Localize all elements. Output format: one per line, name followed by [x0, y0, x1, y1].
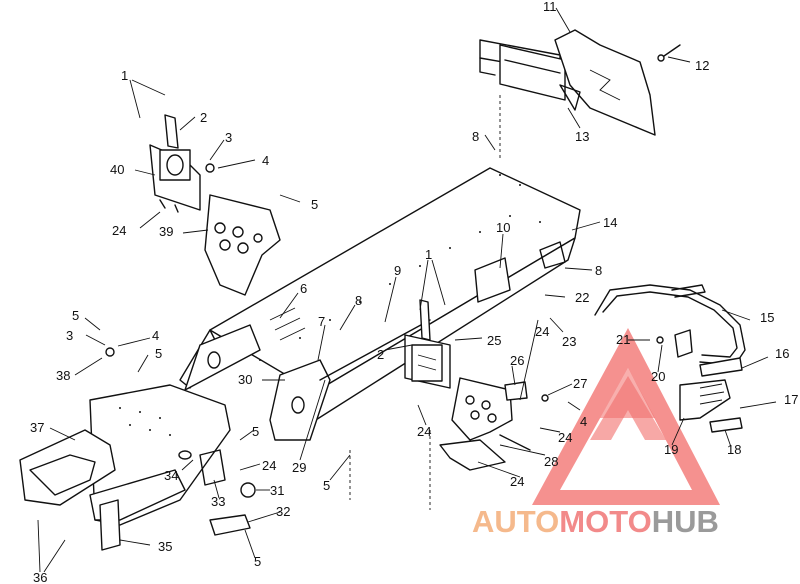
callout-22: 22 — [575, 290, 589, 305]
callout-5: 5 — [252, 424, 259, 439]
callout-36: 36 — [33, 570, 47, 584]
callout-24: 24 — [535, 324, 549, 339]
callout-4: 4 — [152, 328, 159, 343]
callout-30: 30 — [238, 372, 252, 387]
watermark-moto: MOTO — [559, 504, 651, 539]
callout-37: 37 — [30, 420, 44, 435]
watermark-wordmark: AUTOMOTOHUB — [472, 504, 719, 539]
callout-39: 39 — [159, 224, 173, 239]
callout-34: 34 — [164, 468, 178, 483]
callout-24: 24 — [262, 458, 276, 473]
callout-14: 14 — [603, 215, 617, 230]
callout-8: 8 — [595, 263, 602, 278]
callout-8: 8 — [472, 129, 479, 144]
callout-5: 5 — [155, 346, 162, 361]
front-suspension-assembly — [19, 347, 256, 551]
callout-31: 31 — [270, 483, 284, 498]
middle-bracket-assembly — [404, 299, 549, 471]
callout-24: 24 — [558, 430, 572, 445]
watermark-triangle — [532, 328, 720, 505]
watermark-hub: HUB — [652, 504, 719, 539]
callout-12: 12 — [695, 58, 709, 73]
callout-4: 4 — [580, 414, 587, 429]
callout-24: 24 — [112, 223, 126, 238]
callout-26: 26 — [510, 353, 524, 368]
callout-16: 16 — [775, 346, 789, 361]
callout-33: 33 — [211, 494, 225, 509]
callout-5: 5 — [254, 554, 261, 569]
callout-8: 8 — [355, 293, 362, 308]
callout-35: 35 — [158, 539, 172, 554]
svg-text:AUTOMOTOHUB: AUTOMOTOHUB — [472, 504, 719, 539]
callout-27: 27 — [573, 376, 587, 391]
leader-lines — [37, 7, 777, 573]
left-bracket-assembly — [149, 114, 281, 296]
callout-18: 18 — [727, 442, 741, 457]
callout-7: 7 — [318, 314, 325, 329]
callout-25: 25 — [487, 333, 501, 348]
callout-40: 40 — [110, 162, 124, 177]
callout-29: 29 — [292, 460, 306, 475]
callout-13: 13 — [575, 129, 589, 144]
watermark-auto: AUTO — [472, 504, 559, 539]
callout-5: 5 — [72, 308, 79, 323]
watermark-logo — [532, 328, 720, 505]
callout-5: 5 — [311, 197, 318, 212]
callout-1: 1 — [425, 247, 432, 262]
callout-4: 4 — [262, 153, 269, 168]
callout-labels: 11 12 13 8 14 10 8 22 1 2 3 4 40 5 24 39… — [30, 0, 798, 584]
callout-23: 23 — [562, 334, 576, 349]
callout-1: 1 — [121, 68, 128, 83]
callout-21: 21 — [616, 332, 630, 347]
callout-20: 20 — [651, 369, 665, 384]
rear-rail-assembly — [479, 29, 681, 160]
callout-24: 24 — [417, 424, 431, 439]
callout-5: 5 — [323, 478, 330, 493]
callout-19: 19 — [664, 442, 678, 457]
callout-32: 32 — [276, 504, 290, 519]
callout-28: 28 — [544, 454, 558, 469]
callout-6: 6 — [300, 281, 307, 296]
callout-24: 24 — [510, 474, 524, 489]
callout-3: 3 — [225, 130, 232, 145]
callout-9: 9 — [394, 263, 401, 278]
callout-2: 2 — [377, 347, 384, 362]
rear-bumper-assembly — [594, 284, 746, 433]
callout-17: 17 — [784, 392, 798, 407]
callout-10: 10 — [496, 220, 510, 235]
callout-15: 15 — [760, 310, 774, 325]
callout-2: 2 — [200, 110, 207, 125]
callout-3: 3 — [66, 328, 73, 343]
callout-11: 11 — [543, 0, 557, 14]
callout-38: 38 — [56, 368, 70, 383]
